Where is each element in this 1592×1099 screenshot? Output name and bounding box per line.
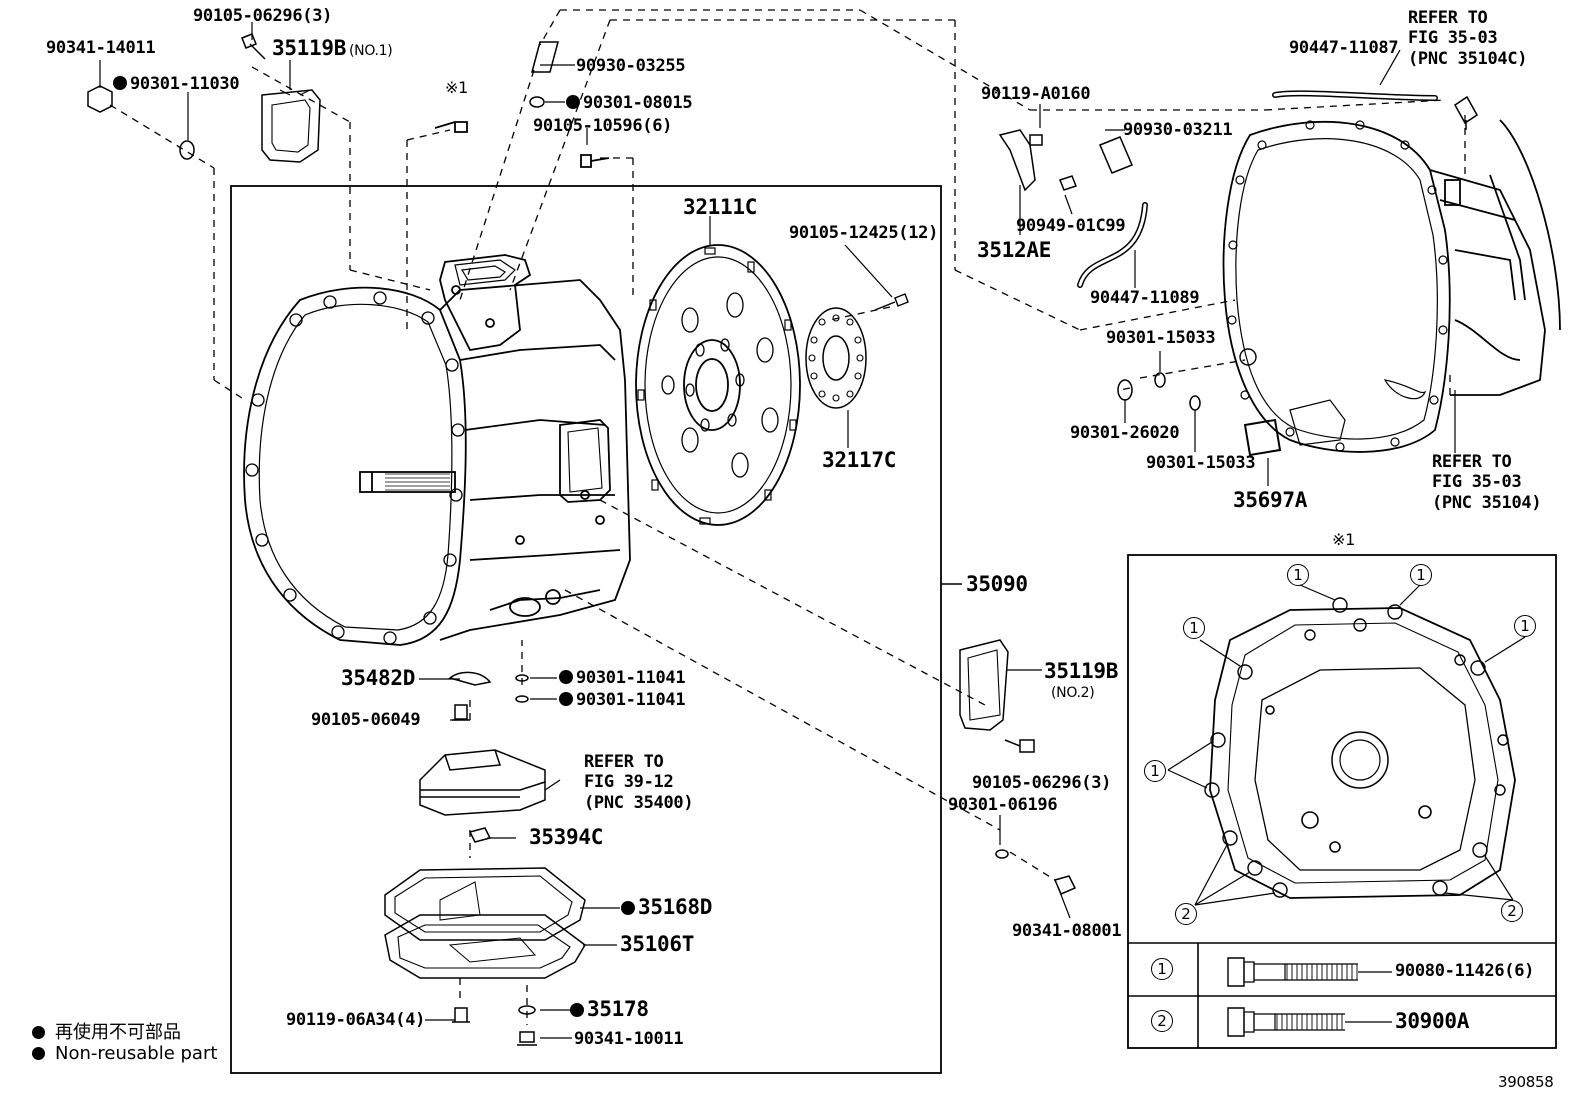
inset-kome1-mark: ※1: [1332, 530, 1355, 549]
callout-1-badge: 1: [1183, 617, 1205, 639]
bolt-table-row1-key: 1: [1151, 958, 1173, 980]
part-90119-a0160-label: 90119-A0160: [981, 84, 1091, 104]
part-90301-08015-label: 90301-08015: [566, 95, 693, 112]
part-90949-01c99-label: 90949-01C99: [1016, 216, 1126, 236]
part-35090-label: 35090: [966, 572, 1028, 596]
part-35106t-label: 35106T: [620, 932, 695, 956]
part-90301-11030-label: 90301-11030: [113, 76, 240, 93]
non-reusable-dot-icon: [621, 901, 635, 915]
part-90930-03255-label: 90930-03255: [576, 56, 686, 76]
part-90080-11426-label: 90080-11426(6): [1395, 961, 1535, 981]
figure-number: 390858: [1498, 1073, 1554, 1091]
part-90105-12425-label: 90105-12425(12): [789, 223, 939, 243]
part-30900a-label: 30900A: [1395, 1009, 1470, 1033]
spacer-plate-illustration: [805, 307, 867, 409]
non-reusable-dot-icon: [32, 1026, 45, 1039]
part-35119b-label: 35119B: [272, 36, 347, 60]
legend-jp: 再使用不可部品: [32, 1018, 181, 1044]
part-35394c-label: 35394C: [529, 825, 604, 849]
part-90301-26020-label: 90301-26020: [1070, 423, 1180, 443]
callout-1-badge: 1: [1514, 615, 1536, 637]
part-90301-11041-a-label: 90301-11041: [559, 670, 686, 687]
part-90341-08001-label: 90341-08001: [1012, 921, 1122, 941]
part-90301-15033-a-label: 90301-15033: [1106, 328, 1216, 348]
part-90301-06196-label: 90301-06196: [948, 795, 1058, 815]
part-90341-10011-label: 90341-10011: [574, 1029, 684, 1049]
inset-detail-box: [1127, 554, 1557, 1049]
part-90301-15033-b-label: 90301-15033: [1146, 453, 1256, 473]
part-35178-label: 35178: [570, 999, 649, 1020]
transmission-case-illustration: [243, 121, 631, 646]
part-3512ae-label: 3512AE: [977, 238, 1052, 262]
non-reusable-dot-icon: [559, 692, 573, 706]
part-90341-14011-label: 90341-14011: [46, 38, 156, 58]
part-35482d-label: 35482D: [341, 666, 416, 690]
callout-1-badge: 1: [1144, 760, 1166, 782]
converter-housing-illustration: [1222, 119, 1561, 453]
part-35697a-label: 35697A: [1233, 488, 1308, 512]
callout-2-badge: 2: [1175, 903, 1197, 925]
non-reusable-dot-icon: [566, 95, 580, 109]
part-35119b-no2-label: 35119B: [1044, 659, 1119, 683]
part-35168d-label: 35168D: [621, 897, 712, 918]
refer-fig-35-03-top-note: REFER TO FIG 35-03 (PNC 35104C): [1408, 8, 1528, 69]
callout-1-badge: 1: [1410, 564, 1432, 586]
refer-fig-39-12-note: REFER TO FIG 39-12 (PNC 35400): [584, 752, 694, 813]
part-90119-06a34-label: 90119-06A34(4): [286, 1010, 426, 1030]
non-reusable-dot-icon: [559, 670, 573, 684]
legend-en: Non-reusable part: [32, 1043, 217, 1064]
kome1-mark-label: ※1: [445, 78, 468, 97]
non-reusable-dot-icon: [113, 76, 127, 90]
part-90105-10596-label: 90105-10596(6): [533, 116, 673, 136]
part-90447-11089-label: 90447-11089: [1090, 288, 1200, 308]
bolt-table-row2-key: 2: [1151, 1010, 1173, 1032]
part-90105-06296-bottom-label: 90105-06296(3): [972, 773, 1112, 793]
part-90930-03211-label: 90930-03211: [1123, 120, 1233, 140]
part-32117c-label: 32117C: [822, 448, 897, 472]
part-35119b-no2-sub-label: (NO.2): [1051, 685, 1095, 701]
part-32111c-label: 32111C: [683, 195, 758, 219]
part-90447-11087-label: 90447-11087: [1289, 38, 1399, 58]
part-90105-06049-label: 90105-06049: [311, 710, 421, 730]
main-assembly-frame: [230, 185, 942, 1074]
part-35119b-no1-label: (NO.1): [349, 43, 393, 59]
part-90301-11041-b-label: 90301-11041: [559, 692, 686, 709]
drive-plate-illustration: [635, 244, 801, 526]
refer-fig-35-03-bottom-note: REFER TO FIG 35-03 (PNC 35104): [1432, 452, 1542, 513]
part-90105-06296-top-label: 90105-06296(3): [193, 6, 333, 26]
callout-1-badge: 1: [1287, 564, 1309, 586]
non-reusable-dot-icon: [570, 1003, 584, 1017]
non-reusable-dot-icon: [32, 1047, 45, 1060]
callout-2-badge: 2: [1501, 900, 1523, 922]
